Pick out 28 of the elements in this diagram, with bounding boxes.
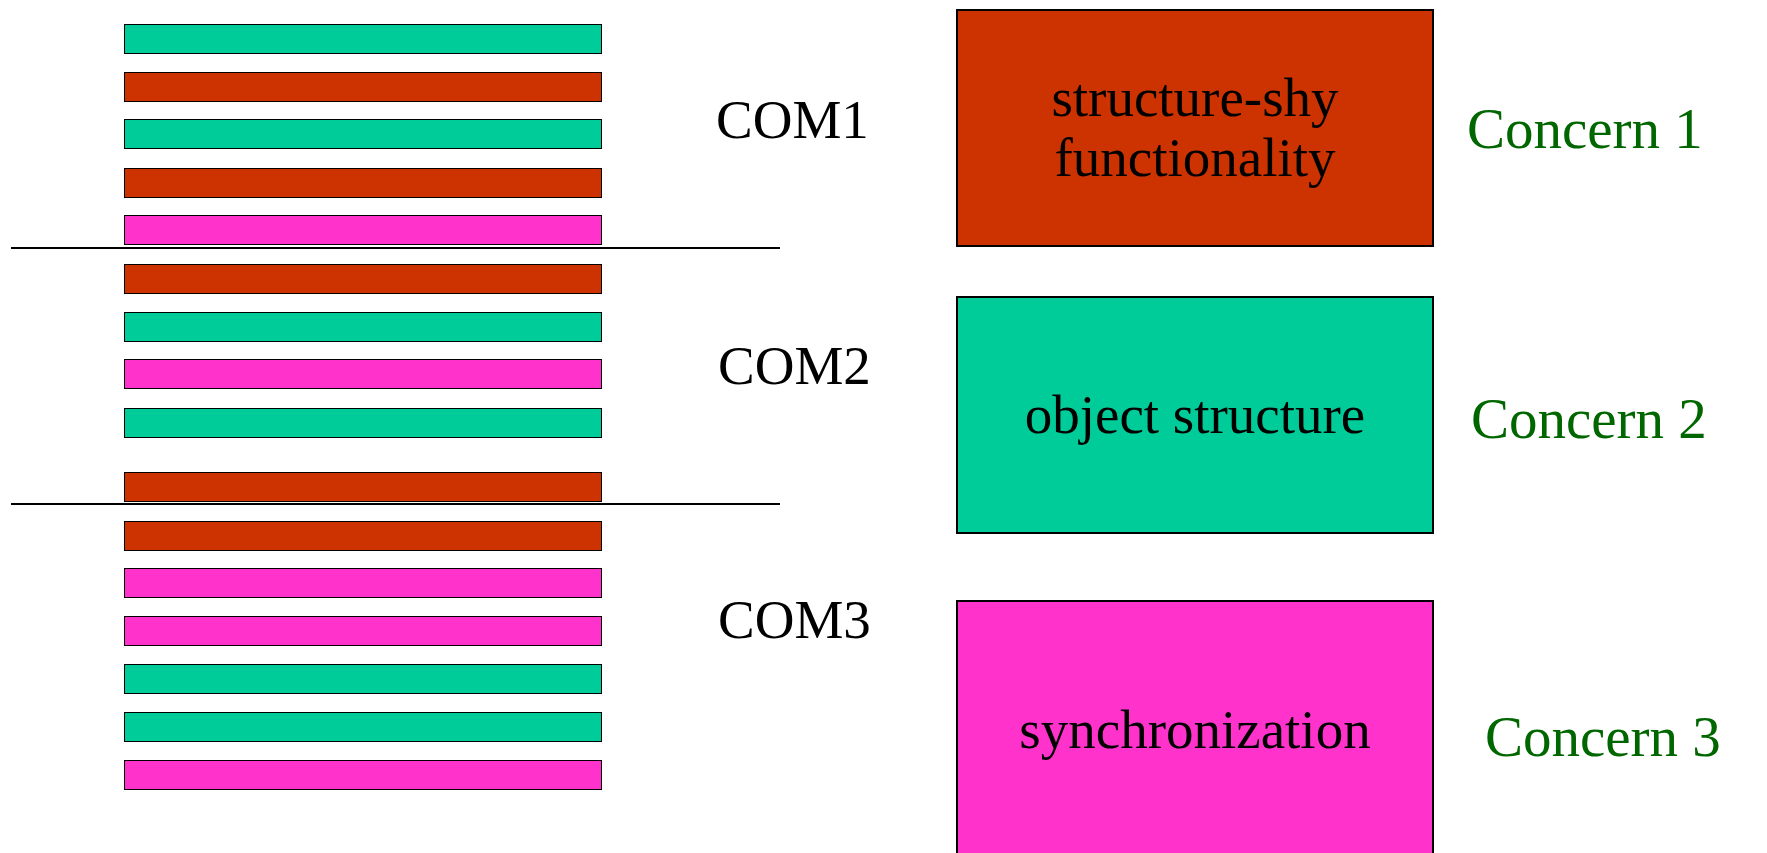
color-bar [124,712,602,742]
color-bar [124,664,602,694]
box-label: synchronization [1019,699,1371,761]
concern-label: Concern 3 [1485,708,1721,765]
box-label: object structure [1024,384,1366,446]
component-label: COM1 [716,92,869,147]
color-bar [124,312,602,342]
component-label: COM2 [718,338,871,393]
component-label: COM3 [718,592,871,647]
concern-label: Concern 1 [1467,100,1703,157]
color-bar [124,472,602,502]
color-bar [124,521,602,551]
color-bar [124,24,602,54]
color-bar [124,616,602,646]
concern-box [956,600,1434,853]
color-bar [124,119,602,149]
box-label: structure-shy functionality [1050,67,1340,189]
concern-box [956,296,1434,534]
color-bar [124,264,602,294]
color-bar [124,72,602,102]
color-bar [124,760,602,790]
color-bar [124,568,602,598]
color-bar [124,359,602,389]
color-bar [124,168,602,198]
color-bar [124,215,602,245]
color-bar [124,408,602,438]
concern-label: Concern 2 [1471,390,1707,447]
concern-box [956,9,1434,247]
